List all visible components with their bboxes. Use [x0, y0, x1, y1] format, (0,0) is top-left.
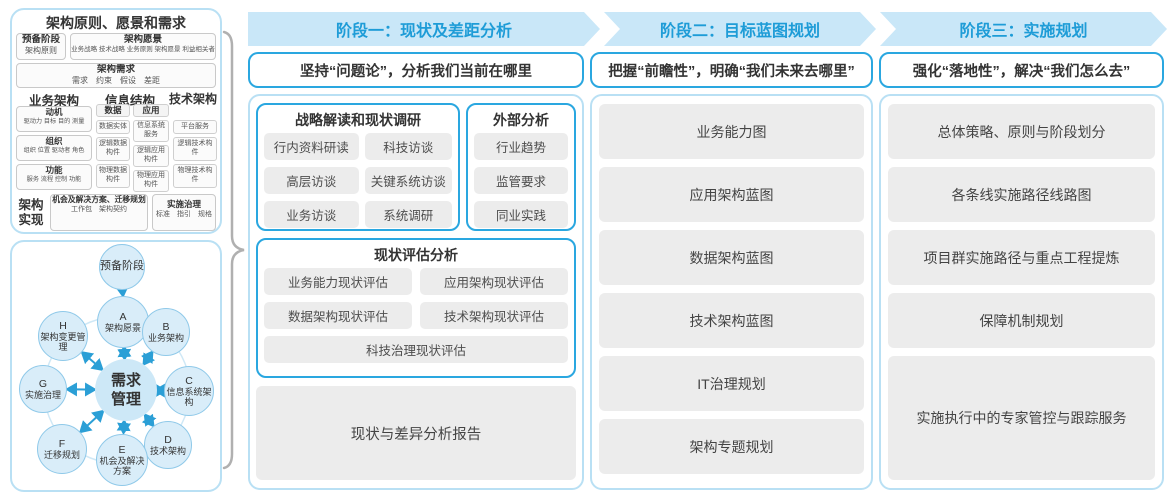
architecture-principles-panel: 架构原则、愿景和需求 预备阶段 架构原则 架构愿景 业务战略 技术战略 业务原则… [10, 8, 222, 234]
deliverable-box: 总体策略、原则与阶段划分 [888, 104, 1155, 159]
research-item: 关键系统访谈 [364, 167, 452, 194]
assessment-item: 业务能力现状评估 [264, 268, 412, 295]
deliverable-box: 技术架构蓝图 [599, 293, 864, 348]
research-item: 高层访谈 [264, 167, 359, 194]
architecture-requirements-sub: 需求 约束 假设 差距 [72, 75, 160, 85]
deliverable-box: IT治理规划 [599, 356, 864, 411]
logical-data-box: 逻辑数据构件 [96, 137, 130, 161]
architecture-vision-box: 架构愿景 业务战略 技术战略 业务原则 架构愿景 利益相关者 [70, 33, 216, 60]
physical-data-box: 物理数据构件 [96, 164, 130, 188]
physical-app-box: 物理应用构件 [133, 170, 169, 192]
motivation-box: 动机 驱动力 目标 目的 测量 [16, 106, 92, 132]
prep-phase-box: 预备阶段 架构原则 [16, 33, 66, 60]
deliverable-box: 数据架构蓝图 [599, 230, 864, 285]
business-architecture-header: 业务架构 [28, 94, 79, 108]
external-item: 行业趋势 [474, 133, 568, 160]
research-item: 系统调研 [364, 201, 452, 228]
research-item: 业务访谈 [264, 201, 359, 228]
architecture-vision-sub: 业务战略 技术战略 业务原则 架构愿景 利益相关者 [71, 45, 215, 53]
deliverable-box: 业务能力图 [599, 104, 864, 159]
info-system-service-box: 信息系统服务 [133, 120, 169, 142]
platform-service-box: 平台服务 [173, 120, 217, 134]
phase2-column: 业务能力图 应用架构蓝图 数据架构蓝图 技术架构蓝图 IT治理规划 架构专题规划 [590, 94, 873, 490]
application-column-header: 应用 [133, 104, 169, 117]
phase3-subtitle: 强化“落地性”，解决“我们怎么去” [879, 52, 1164, 88]
assessment-item: 应用架构现状评估 [420, 268, 568, 295]
architecture-requirements-title: 架构需求 [96, 64, 135, 75]
assessment-group: 现状评估分析 业务能力现状评估 应用架构现状评估 数据架构现状评估 技术架构现状… [256, 238, 576, 378]
logical-app-box: 逻辑应用构件 [133, 145, 169, 167]
implementation-governance-box: 实施治理 标准 指引 规格 [152, 194, 216, 231]
phase1-column: 战略解读和现状调研 行内资料研读 科技访谈 高层访谈 关键系统访谈 业务访谈 系… [248, 94, 584, 490]
deliverable-box: 架构专题规划 [599, 419, 864, 474]
deliverable-box: 项目群实施路径与重点工程提炼 [888, 230, 1155, 285]
physical-tech-box: 物理技术构件 [173, 164, 217, 188]
logical-tech-box: 逻辑技术构件 [173, 137, 217, 161]
phase1-subtitle: 坚持“问题论”，分析我们当前在哪里 [248, 52, 584, 88]
deliverable-box: 应用架构蓝图 [599, 167, 864, 222]
assessment-item: 数据架构现状评估 [264, 302, 412, 329]
phase2-header-band: 阶段二：目标蓝图规划 [604, 12, 876, 46]
phase2-subtitle: 把握“前瞻性”，明确“我们未来去哪里” [590, 52, 873, 88]
organization-box: 组织 组织 位置 驱动者 角色 [16, 135, 92, 161]
prep-phase-sub: 架构原则 [25, 45, 57, 55]
strategy-research-group: 战略解读和现状调研 行内资料研读 科技访谈 高层访谈 关键系统访谈 业务访谈 系… [256, 103, 460, 231]
adm-node-requirements-management: 需求管理 [95, 359, 157, 421]
assessment-item: 技术架构现状评估 [420, 302, 568, 329]
panel-title: 架构原则、愿景和需求 [46, 15, 186, 31]
research-item: 行内资料研读 [264, 133, 359, 160]
deliverable-box: 实施执行中的专家管控与跟踪服务 [888, 356, 1155, 480]
technology-architecture-header: 技术架构 [168, 92, 217, 106]
opportunities-migration-box: 机会及解决方案、迁移规划 工作包 架构契约 [50, 194, 148, 231]
curly-brace [222, 30, 245, 470]
phase1-header-band: 阶段一：现状及差距分析 [248, 12, 600, 46]
architecture-implementation-label: 架构实现 [18, 198, 44, 227]
data-entity-box: 数据实体 [96, 120, 130, 134]
external-item: 监管要求 [474, 167, 568, 194]
architecture-requirements-box: 架构需求 需求 约束 假设 差距 [16, 63, 216, 88]
architecture-vision-title: 架构愿景 [123, 34, 162, 45]
data-column-header: 数据 [96, 104, 130, 117]
deliverable-box: 保障机制规划 [888, 293, 1155, 348]
research-item: 科技访谈 [364, 133, 452, 160]
external-item: 同业实践 [474, 201, 568, 228]
assessment-item: 科技治理现状评估 [264, 336, 568, 363]
gap-analysis-report-box: 现状与差异分析报告 [256, 386, 576, 480]
phase3-column: 总体策略、原则与阶段划分 各条线实施路径线路图 项目群实施路径与重点工程提炼 保… [879, 94, 1164, 490]
deliverable-box: 各条线实施路径线路图 [888, 167, 1155, 222]
adm-node-preliminary: 预备阶段 [99, 244, 145, 290]
function-box: 功能 服务 流程 控制 功能 [16, 164, 92, 190]
prep-phase-title: 预备阶段 [21, 34, 60, 45]
phase3-header-band: 阶段三：实施规划 [880, 12, 1167, 46]
external-analysis-group: 外部分析 行业趋势 监管要求 同业实践 [466, 103, 576, 231]
